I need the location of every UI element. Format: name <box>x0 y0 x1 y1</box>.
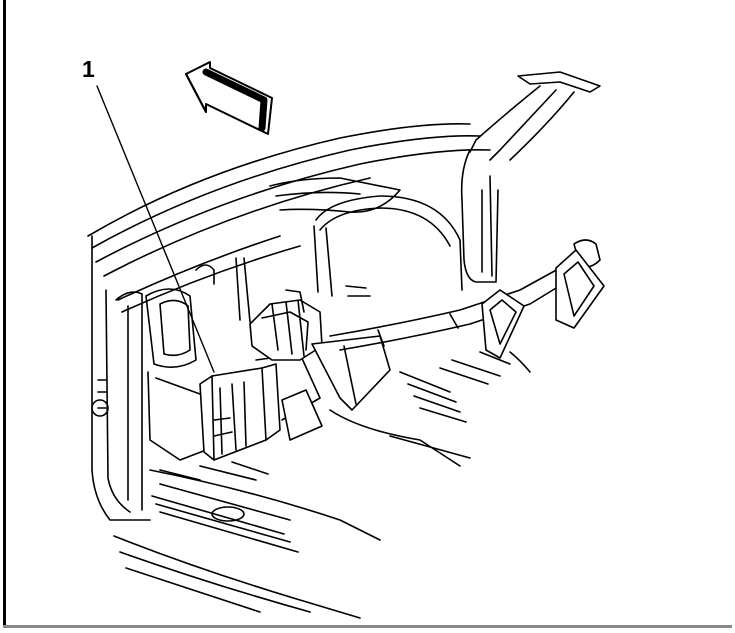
dash-top-outline <box>87 122 491 313</box>
callout-label-1: 1 <box>82 56 95 82</box>
figure-frame-left-border <box>3 0 6 628</box>
center-duct-outline <box>249 289 391 411</box>
firewall-outline <box>269 177 463 297</box>
figure-frame-bottom-border <box>3 625 732 628</box>
left-wall-outline <box>91 235 251 521</box>
instrument-duct-outline <box>329 239 605 359</box>
a-pillar-outline <box>460 71 601 283</box>
floor-outline <box>113 351 531 619</box>
callout-leader-line <box>96 85 215 373</box>
direction-arrow-icon <box>185 61 273 135</box>
hvac-module-outline <box>199 353 323 461</box>
